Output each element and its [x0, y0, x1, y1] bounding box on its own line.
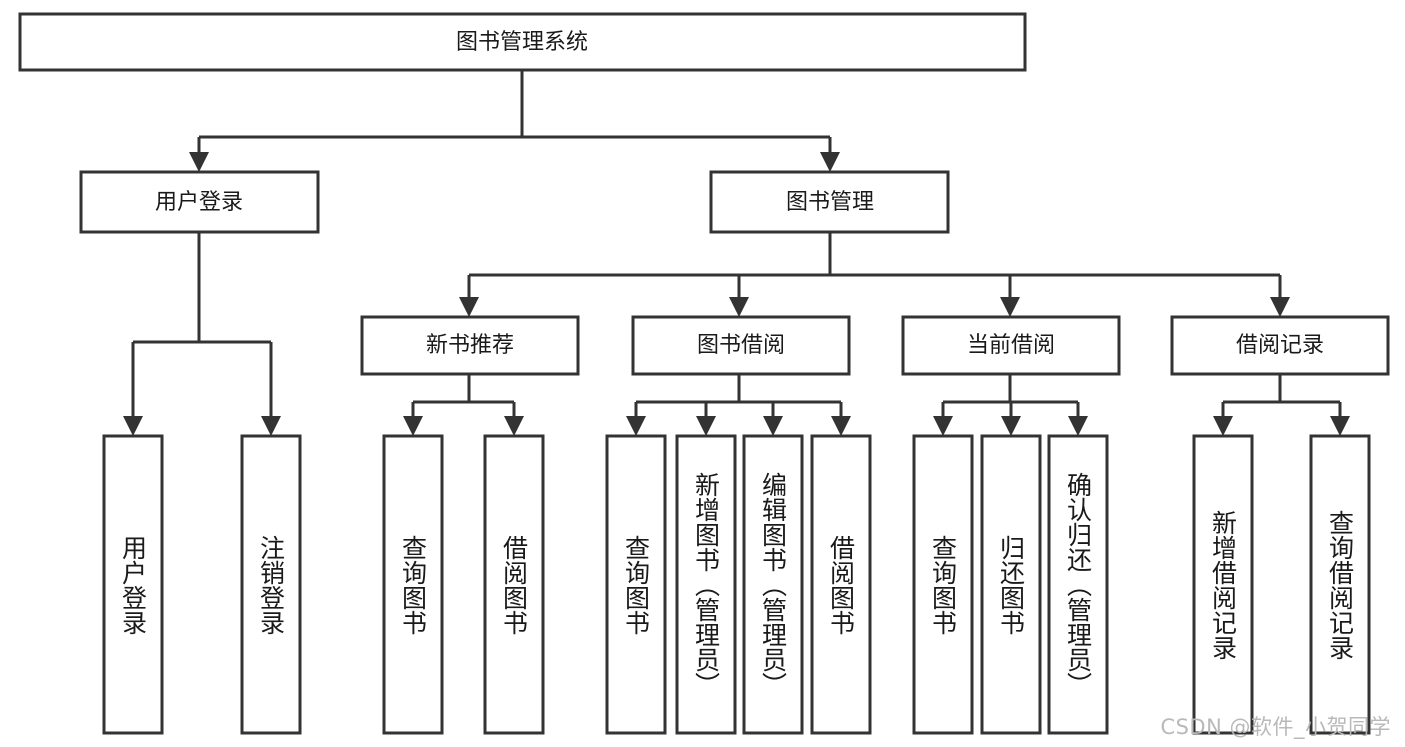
node-new-book-recommend-label: 新书推荐 — [426, 333, 514, 358]
node-current-borrow-label: 当前借阅 — [967, 333, 1055, 358]
arrow-to-borrow-leaf-1 — [626, 416, 646, 436]
leaf-box-borrow-book-a[interactable] — [483, 434, 545, 735]
node-current-borrow[interactable] — [901, 315, 1121, 376]
leaf-box-user-login[interactable] — [102, 434, 164, 735]
connector-layer — [131, 70, 1342, 416]
leaf-box-add-book[interactable] — [675, 434, 737, 735]
node-new-book-recommend[interactable] — [360, 315, 580, 376]
arrow-to-borrow-leaf-2 — [696, 416, 716, 436]
node-layer: 图书管理系统 用户登录 图书管理 新书推荐 图书借阅 当前借阅 借阅记录 — [18, 12, 1390, 735]
leaf-box-query-record[interactable] — [1309, 434, 1371, 735]
node-borrow-record[interactable] — [1170, 315, 1390, 376]
node-root[interactable] — [18, 12, 1027, 72]
arrow-to-record — [1270, 297, 1290, 317]
arrow-to-borrow — [729, 297, 749, 317]
leaf-box-borrow-book-b[interactable] — [810, 434, 872, 735]
arrowhead-layer — [123, 152, 1350, 436]
arrow-to-leaf-user-login — [123, 416, 143, 436]
leaf-box-query-book-a[interactable] — [382, 434, 444, 735]
leaf-box-query-book-c[interactable] — [912, 434, 974, 735]
node-book-manage[interactable] — [709, 170, 950, 234]
arrow-to-current-leaf-2 — [1001, 416, 1021, 436]
arrow-to-newbook — [459, 297, 479, 317]
node-book-borrow-label: 图书借阅 — [697, 333, 785, 358]
arrow-to-book-manage — [820, 152, 840, 172]
arrow-to-leaf-logout — [261, 416, 281, 436]
node-user-login-label: 用户登录 — [155, 190, 243, 215]
arrow-to-current — [1000, 297, 1020, 317]
arrow-to-current-leaf-1 — [933, 416, 953, 436]
leaf-box-logout[interactable] — [240, 434, 302, 735]
arrow-to-newbook-leaf-2 — [504, 416, 524, 436]
leaf-box-confirm-return[interactable] — [1047, 434, 1109, 735]
node-user-login[interactable] — [79, 170, 320, 234]
leaf-box-add-record[interactable] — [1192, 434, 1254, 735]
leaf-box-query-book-b[interactable] — [605, 434, 667, 735]
arrow-to-borrow-leaf-3 — [763, 416, 783, 436]
watermark: CSDN @软件_小贺同学 — [1160, 715, 1391, 739]
node-book-manage-label: 图书管理 — [786, 190, 874, 215]
leaf-box-edit-book[interactable] — [742, 434, 804, 735]
arrow-to-current-leaf-3 — [1068, 416, 1088, 436]
arrow-to-borrow-leaf-4 — [831, 416, 851, 436]
node-book-borrow[interactable] — [631, 315, 851, 376]
node-root-label: 图书管理系统 — [456, 30, 588, 55]
arrow-to-newbook-leaf-1 — [403, 416, 423, 436]
arrow-to-user-login — [189, 152, 209, 172]
arrow-to-record-leaf-1 — [1213, 416, 1233, 436]
leaf-box-return-book[interactable] — [980, 434, 1042, 735]
arrow-to-record-leaf-2 — [1330, 416, 1350, 436]
node-borrow-record-label: 借阅记录 — [1236, 333, 1324, 358]
